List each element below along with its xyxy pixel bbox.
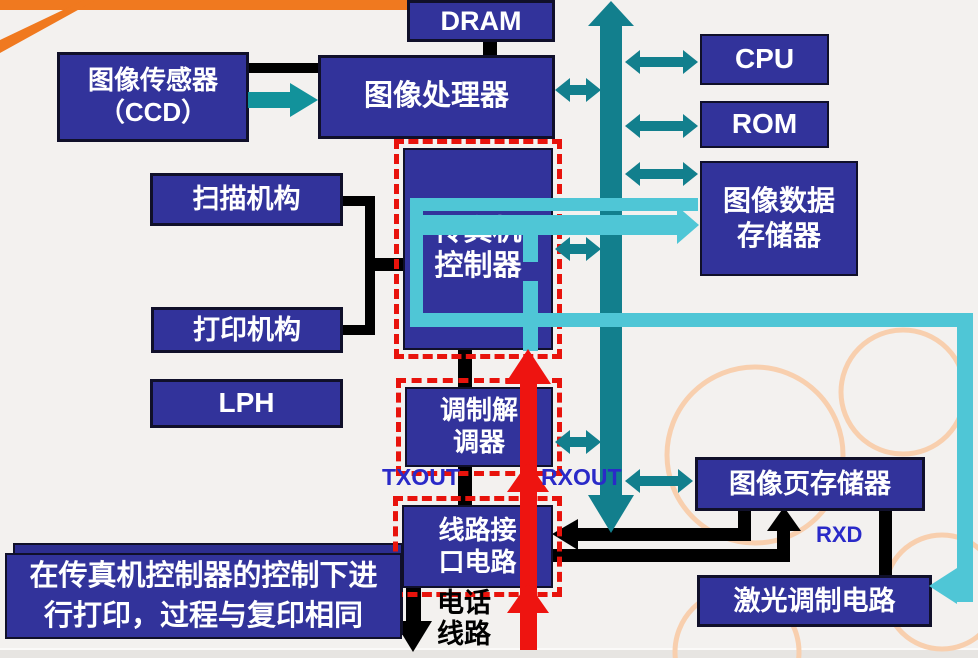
biarrow-bus-pagemem — [625, 469, 693, 493]
bus-vertical-arrow — [588, 1, 634, 533]
node-lph: LPH — [150, 379, 343, 428]
node-label: 激光调制电路 — [733, 585, 896, 616]
link-printer-stub — [343, 325, 375, 335]
cyan-arrowhead-into-datamem — [677, 206, 699, 244]
link-lineint-right — [553, 549, 790, 562]
node-label: 图像传感器 — [87, 65, 218, 96]
node-line-interface: 线路接 口电路 — [402, 505, 553, 588]
orange-top-bar — [0, 0, 408, 10]
node-label: 打印机构 — [193, 314, 301, 345]
link-scanner-stub — [343, 196, 375, 206]
node-label: DRAM — [440, 5, 522, 36]
cyan-right-vertical — [957, 313, 973, 602]
node-label: 图像数据 — [722, 185, 835, 217]
note-box: 在传真机控制器的控制下进 行打印，过程与复印相同 — [5, 553, 402, 639]
node-label: ROM — [731, 108, 798, 140]
node-rom: ROM — [700, 101, 829, 148]
link-ccd-processor — [248, 63, 320, 73]
link-mech-vertical — [365, 196, 375, 335]
node-label: CPU — [734, 43, 795, 75]
note-line: 行打印，过程与复印相同 — [43, 600, 363, 632]
decor-ring — [664, 364, 846, 546]
decor-ring — [838, 327, 968, 457]
node-label: 口电路 — [438, 546, 517, 577]
node-label: （CCD） — [98, 97, 208, 127]
node-image-data-memory: 图像数据 存储器 — [700, 161, 858, 276]
link-pagemem-laser — [879, 508, 892, 577]
label-rxout: RXOUT — [541, 464, 622, 490]
node-cpu: CPU — [700, 34, 829, 85]
node-image-processor: 图像处理器 — [318, 55, 555, 139]
link-pagemem-lineint — [572, 528, 751, 541]
phone-line-text: 线路 — [437, 619, 491, 650]
node-label: 线路接 — [438, 514, 517, 545]
note-line: 在传真机控制器的控制下进 — [29, 559, 378, 592]
arrow-ccd-to-processor — [248, 83, 318, 117]
node-modem: 调制解 调器 — [405, 387, 553, 467]
node-label: 控制器 — [434, 250, 522, 282]
node-label: 调器 — [452, 427, 505, 457]
node-label: 扫描机构 — [192, 184, 301, 215]
phone-line-text: 电话 — [437, 588, 491, 618]
label-txout: TXOUT — [382, 464, 460, 490]
node-label: 传真机 — [434, 214, 522, 247]
node-line-interface-wrap: 线路接 口电路 — [393, 496, 562, 597]
node-image-page-memory: 图像页存储器 — [695, 457, 925, 511]
biarrow-processor-bus — [555, 78, 601, 102]
node-laser-modulation: 激光调制电路 — [697, 575, 932, 627]
biarrow-bus-cpu — [625, 50, 698, 74]
node-label: LPH — [218, 387, 275, 419]
biarrow-bus-rom — [625, 114, 698, 138]
node-fax-controller-wrap: 传真机 控制器 — [394, 139, 562, 359]
node-label: 图像页存储器 — [729, 468, 891, 499]
node-modem-wrap: 调制解 调器 — [396, 378, 562, 476]
node-printer: 打印机构 — [151, 307, 343, 353]
bottom-strip — [0, 648, 978, 658]
node-label: 图像处理器 — [363, 80, 509, 113]
label-rxd: RXD — [816, 522, 863, 547]
node-dram: DRAM — [407, 0, 555, 42]
node-image-sensor-ccd: 图像传感器 （CCD） — [57, 52, 249, 142]
biarrow-bus-datamem — [625, 162, 698, 186]
label-phone-line: 电话 线路 — [432, 588, 496, 650]
cyan-arrowhead-into-laser — [929, 568, 957, 604]
node-label: 调制解 — [439, 395, 518, 426]
link-rxd-vertical — [777, 524, 790, 562]
node-scanner: 扫描机构 — [150, 173, 343, 226]
node-label: 存储器 — [736, 219, 821, 251]
node-fax-controller: 传真机 控制器 — [403, 148, 553, 350]
